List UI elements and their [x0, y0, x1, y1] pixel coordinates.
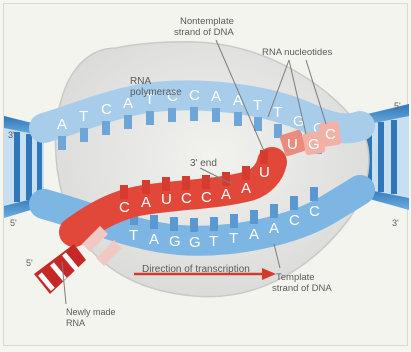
end-right-top: 5': [394, 101, 401, 111]
template-base: G: [169, 233, 181, 250]
template-base: C: [289, 212, 300, 229]
nontemplate-tooth: [102, 121, 110, 135]
template-tooth: [210, 217, 218, 231]
template-tooth: [310, 187, 318, 201]
label-newly-made-rna: Newly made RNA: [66, 307, 118, 328]
rna-tooth: [222, 172, 230, 186]
rna-base: U: [259, 164, 270, 181]
nontemplate-base: T: [273, 104, 282, 121]
rna-base: C: [181, 190, 192, 207]
rna-base: A: [141, 194, 151, 211]
template-tooth: [230, 214, 238, 228]
nontemplate-tooth: [212, 108, 220, 122]
rna-base: C: [201, 189, 212, 206]
label-template-strand: Template strand of DNA: [272, 272, 332, 294]
nontemplate-base: A: [57, 116, 67, 133]
nontemplate-tooth: [254, 117, 262, 131]
svg-text:U: U: [287, 136, 298, 153]
nontemplate-tooth: [124, 115, 132, 129]
rna-base: U: [161, 191, 172, 208]
nontemplate-base: T: [79, 108, 88, 125]
end-left-top: 3': [8, 130, 15, 140]
nontemplate-tooth: [190, 107, 198, 121]
nontemplate-tooth: [146, 111, 154, 125]
nontemplate-base: T: [253, 97, 262, 114]
svg-text:C: C: [325, 126, 336, 143]
nontemplate-tooth: [80, 128, 88, 142]
nontemplate-base: C: [189, 87, 200, 104]
template-base: G: [189, 234, 201, 251]
label-three-prime-end: 3' end: [190, 158, 217, 169]
label-nontemplate-strand: Nontemplate strand of DNA: [174, 16, 237, 38]
rna-tooth: [162, 177, 170, 191]
template-base: T: [229, 230, 238, 247]
end-left-bottom: 5': [10, 218, 17, 228]
rna-tooth: [202, 175, 210, 189]
template-base: A: [249, 226, 259, 243]
nontemplate-base: C: [101, 101, 112, 118]
label-direction: Direction of transcription: [142, 264, 250, 275]
nontemplate-tooth: [168, 108, 176, 122]
template-tooth: [250, 210, 258, 224]
template-tooth: [170, 217, 178, 231]
template-base: C: [309, 203, 320, 220]
rna-tooth: [142, 180, 150, 194]
end-right-bottom: 3': [392, 218, 399, 228]
rna-tooth: [260, 150, 268, 164]
template-tooth: [270, 204, 278, 218]
template-base: A: [269, 220, 279, 237]
label-rna-nucleotides: RNA nucleotides: [262, 47, 332, 58]
template-tooth: [150, 215, 158, 229]
template-base: T: [209, 233, 218, 250]
rna-tooth: [242, 166, 250, 180]
end-rna-tail: 5': [26, 258, 33, 268]
nontemplate-base: A: [233, 92, 243, 109]
rna-base: C: [119, 199, 130, 216]
nontemplate-tooth: [234, 112, 242, 126]
nontemplate-base: A: [211, 88, 221, 105]
nontemplate-tooth: [58, 136, 66, 150]
template-tooth: [190, 218, 198, 232]
rna-tooth: [120, 185, 128, 199]
template-base: T: [129, 227, 138, 244]
rna-base: A: [221, 186, 231, 203]
newly-made-rna: [34, 244, 86, 294]
svg-text:G: G: [308, 136, 320, 153]
rna-base: A: [241, 180, 251, 197]
rna-tooth: [182, 176, 190, 190]
template-base: A: [149, 231, 159, 248]
template-tooth: [290, 196, 298, 210]
